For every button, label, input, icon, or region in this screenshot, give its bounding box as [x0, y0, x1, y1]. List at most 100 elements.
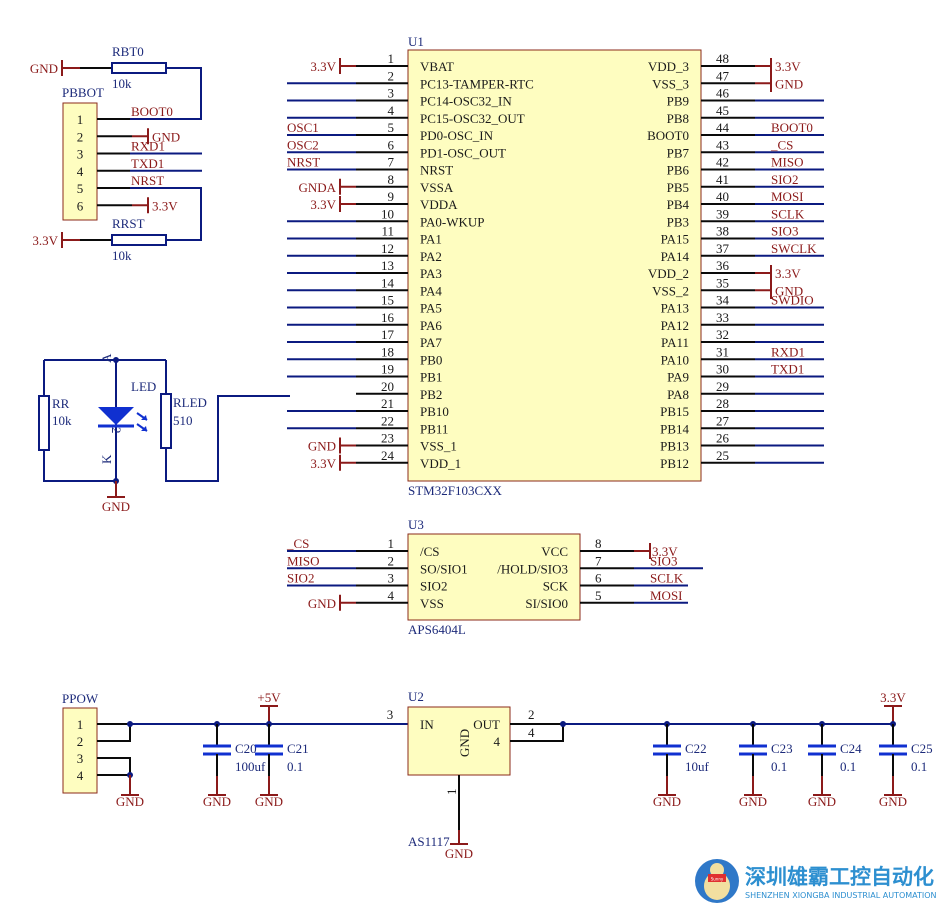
pin-name: SI/SIO0	[525, 596, 568, 611]
pin-name: PB15	[660, 404, 689, 419]
net-label: NRST	[131, 173, 164, 188]
pin-name: SIO2	[420, 579, 447, 594]
pin-name: PA8	[667, 387, 689, 402]
u2-pin-out: 2	[528, 707, 535, 722]
pbbot-pin-1: 1 BOOT0	[77, 104, 173, 127]
pin-number: 3	[388, 571, 395, 586]
pin-number: 17	[381, 327, 395, 342]
u2-out-label: OUT	[473, 717, 500, 732]
rrst-value: 10k	[112, 248, 132, 263]
net-label: SCLK	[771, 206, 805, 221]
rrst-resistor[interactable]	[111, 234, 167, 246]
pin-number: 9	[388, 189, 395, 204]
pin-number: 5	[388, 120, 395, 135]
net-label: BOOT0	[131, 104, 173, 119]
pin-name: PA1	[420, 232, 442, 247]
rr-resistor[interactable]	[38, 395, 50, 451]
net-label: OSC1	[287, 120, 319, 135]
pin-number: 44	[716, 120, 730, 135]
pin-number: 8	[595, 536, 602, 551]
pin-number: 1	[77, 112, 84, 127]
rled-ref: RLED	[173, 395, 207, 410]
pin-name: VDDA	[420, 197, 458, 212]
pin-name: PB12	[660, 456, 689, 471]
cap-value: 0.1	[771, 759, 787, 774]
pin-name: PB5	[667, 180, 689, 195]
led-pin-label: 2	[109, 427, 124, 434]
pin-number: 22	[381, 413, 394, 428]
pin-number: 2	[388, 68, 395, 83]
u3-body[interactable]	[407, 533, 581, 621]
pin-name: PA14	[661, 249, 690, 264]
ppow-pin-number: 2	[77, 734, 84, 749]
pin-name: VDD_2	[648, 266, 689, 281]
net-label: GND	[152, 129, 180, 144]
pin-name: /HOLD/SIO3	[497, 561, 568, 576]
net-label: BOOT0	[771, 120, 813, 135]
pin-number: 14	[381, 275, 395, 290]
pin-number: 20	[381, 379, 394, 394]
pin-name: PA11	[661, 335, 689, 350]
led-diode-icon[interactable]	[98, 407, 134, 425]
pin-number: 1	[388, 51, 395, 66]
pin-number: 37	[716, 241, 730, 256]
pin-name: PB4	[667, 197, 690, 212]
net-label: 3.3V	[775, 59, 801, 74]
net-label: _CS	[770, 137, 793, 152]
pin-number: 30	[716, 362, 729, 377]
pin-name: PC14-OSC32_IN	[420, 94, 512, 109]
pin-name: VBAT	[420, 59, 454, 74]
pin-number: 39	[716, 206, 729, 221]
net-label: SIO2	[771, 172, 798, 187]
rr-ref: RR	[52, 396, 70, 411]
watermark-en: SHENZHEN XIONGBA INDUSTRIAL AUTOMATION	[745, 891, 937, 900]
rbt0-resistor[interactable]	[111, 62, 167, 74]
net-label: SCLK	[650, 571, 684, 586]
cap-gnd-label: GND	[879, 794, 907, 809]
pin-name: BOOT0	[647, 128, 689, 143]
pin-number: 43	[716, 137, 729, 152]
pbbot-connector[interactable]	[62, 102, 98, 221]
rled-resistor[interactable]	[160, 393, 172, 449]
net-label: GND	[775, 283, 803, 298]
net-label: 3.3V	[310, 456, 336, 471]
pin-number: 41	[716, 172, 729, 187]
pin-number: 16	[381, 310, 395, 325]
pin-name: VSS_1	[420, 439, 457, 454]
pin-name: PB7	[667, 145, 690, 160]
pin-name: PB9	[667, 94, 689, 109]
pin-name: PD1-OSC_OUT	[420, 145, 506, 160]
led-anode-label: A	[99, 353, 114, 363]
net-label: 3.3V	[775, 266, 801, 281]
ppow-connector[interactable]	[62, 707, 98, 794]
pin-name: VSS_3	[652, 76, 689, 91]
pin-name: PA15	[661, 232, 689, 247]
u2-body[interactable]	[407, 706, 511, 776]
u2-pin-out2: 4	[528, 725, 535, 740]
u3-pin-1: 1/CS_CS	[286, 536, 440, 559]
net-label: RXD1	[131, 139, 165, 154]
pin-name: PB0	[420, 352, 442, 367]
ppow-gnd-label: GND	[116, 794, 144, 809]
u1-body[interactable]	[407, 49, 702, 482]
net-label: 3.3V	[152, 198, 178, 213]
pin-number: 34	[716, 293, 730, 308]
net-label: GND	[308, 596, 336, 611]
pin-number: 32	[716, 327, 729, 342]
u3-psram: U3 APS6404L 1/CS_CS2SO/SIO1MISO3SIO2SIO2…	[286, 517, 703, 637]
net-label: MISO	[287, 553, 320, 568]
